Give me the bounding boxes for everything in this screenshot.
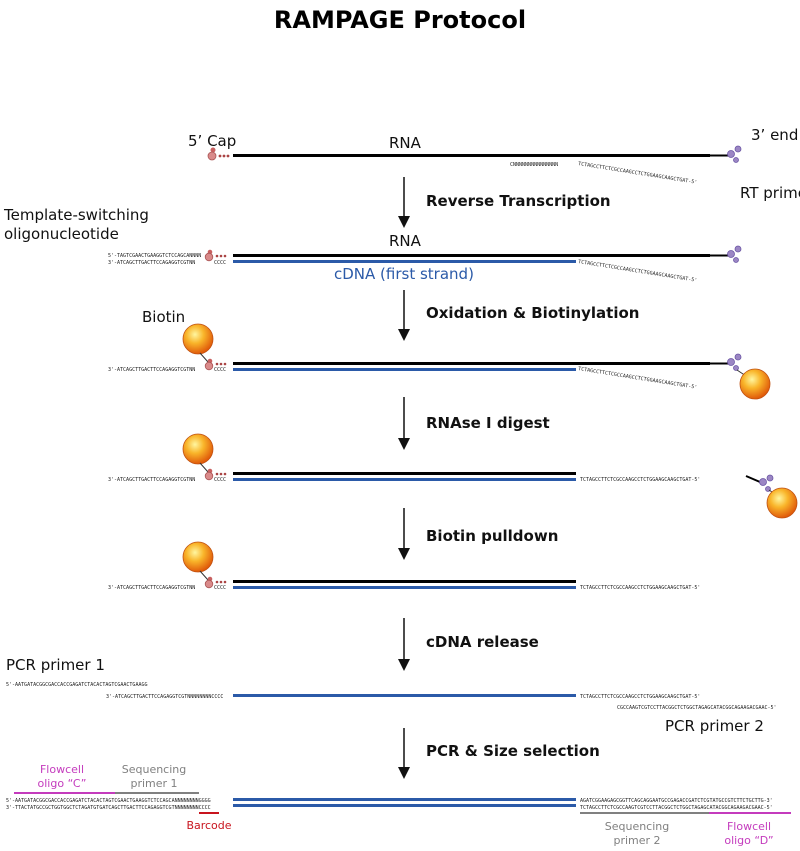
step-reverse-transcription: Reverse Transcription xyxy=(426,192,611,210)
pcr-primer-1-label: PCR primer 1 xyxy=(6,656,105,674)
rt-primer-label: RT primer xyxy=(740,184,800,202)
rna-strand xyxy=(233,580,576,583)
step-oxidation-biotinylation: Oxidation & Biotinylation xyxy=(426,304,639,322)
left-bottom-sequence: 3'-ATCAGCTTGACTTCCAGAGGTCGTNN xyxy=(108,585,195,591)
seq-primer-2-label-line2: primer 2 xyxy=(613,834,660,847)
rna-label: RNA xyxy=(389,134,422,152)
biotin-bead-icon xyxy=(182,541,214,573)
library-bottom-strand xyxy=(233,804,576,807)
cccc-sequence: CCCC xyxy=(214,585,226,591)
step-cdna-release: cDNA release xyxy=(426,633,539,651)
biotin-bead-icon xyxy=(182,323,214,355)
rna-strand xyxy=(233,154,710,157)
cdna-3prime-sequence: TCTAGCCTTCTCGCCAAGCCTCTGGAAGCAAGCTGAT-5' xyxy=(578,259,698,284)
flowcell-c-bar xyxy=(14,792,115,794)
biotin-bead-icon xyxy=(739,368,771,400)
final-right-top-sequence: AGATCGGAAGAGCGGTTCAGCAGGAATGCCGAGACCGATC… xyxy=(580,798,773,804)
cap-label: 5’ Cap xyxy=(188,132,236,150)
step-biotin-pulldown: Biotin pulldown xyxy=(426,527,558,545)
step-pcr-size-selection: PCR & Size selection xyxy=(426,742,600,760)
rt-primer-sequence: TCTAGCCTTCTCGCCAAGCCTCTGGAAGCAAGCTGAT-5' xyxy=(578,161,698,186)
tso-label-line1: Template-switching xyxy=(3,206,149,224)
cdna-label: cDNA (first strand) xyxy=(334,265,474,283)
left-release-sequence: 3'-ATCAGCTTGACTTCCAGAGGTCGTNNNNNNNNCCCC xyxy=(106,694,223,700)
three-end-mod-icon xyxy=(710,145,742,163)
three-end-mod-icon xyxy=(710,245,742,263)
biotin-linker xyxy=(199,462,209,473)
flowcell-d-label-line1: Flowcell xyxy=(727,820,771,833)
biotin-bead-icon xyxy=(182,433,214,465)
cap-icon xyxy=(204,249,227,262)
pcr-primer-2-label: PCR primer 2 xyxy=(665,717,764,735)
cdna-strand xyxy=(233,694,576,697)
biotin-linker xyxy=(199,352,209,363)
tso-top-sequence: 5'-TAGTCGAACTGAAGGTCTCCAGCANNNN xyxy=(108,253,201,259)
rna-strand xyxy=(233,362,710,365)
final-right-bottom-sequence: TCTAGCCTTCTCGCCAAGTCGTCCTTACGGCTCTGGCTAG… xyxy=(580,805,773,811)
cccc-sequence: CCCC xyxy=(214,367,226,373)
left-bottom-sequence: 3'-ATCAGCTTGACTTCCAGAGGTCGTNN xyxy=(108,477,195,483)
biotin-linker xyxy=(199,570,209,581)
cdna-3prime-sequence-flat: TCTAGCCTTCTCGCCAAGCCTCTGGAAGCAAGCTGAT-5' xyxy=(580,477,700,483)
biotin-bead-icon xyxy=(766,487,798,519)
rt-primer-seq-head: CNNNNNNNNNNNNNNN xyxy=(510,162,558,168)
rna-strand xyxy=(233,472,576,475)
cap-icon xyxy=(204,468,227,481)
library-top-strand xyxy=(233,798,576,801)
barcode-label: Barcode xyxy=(186,819,231,832)
tso-label-line2: oligonucleotide xyxy=(4,225,119,243)
seq-primer-1-bar xyxy=(115,792,199,794)
tso-bottom-sequence: 3'-ATCAGCTTGACTTCCAGAGGTCGTNN xyxy=(108,260,195,266)
cap-icon xyxy=(204,358,227,371)
seq-primer-1-label-line2: primer 1 xyxy=(130,777,177,790)
flowcell-c-label-line2: oligo “C” xyxy=(38,777,87,790)
pcr-primer-2-sequence: CGCCAAGTCGTCCTTACGGCTCTGGCTAGAGCATACGGCA… xyxy=(617,705,777,711)
cdna-strand xyxy=(233,368,576,371)
flowcell-d-label-line2: oligo “D” xyxy=(724,834,773,847)
released-rna-fragment xyxy=(745,474,776,495)
cdna-strand xyxy=(233,260,576,263)
three-end-label: 3’ end xyxy=(751,126,798,144)
three-end-mod-icon xyxy=(710,353,742,371)
pcr-primer-1-sequence: 5'-AATGATACGGCGACCACCGAGATCTACACTAGTCGAA… xyxy=(6,682,147,688)
barcode-bar xyxy=(199,812,219,814)
final-left-top-sequence: 5'-AATGATACGGCGACCACCGAGATCTACACTAGTCGAA… xyxy=(6,798,211,804)
cdna-strand xyxy=(233,586,576,589)
rna-label-2: RNA xyxy=(389,232,422,250)
seq-primer-2-label-line1: Sequencing xyxy=(605,820,670,833)
flowcell-d-bar xyxy=(709,812,791,814)
cdna-strand xyxy=(233,478,576,481)
cccc-sequence: CCCC xyxy=(214,260,226,266)
cdna-3prime-sequence: TCTAGCCTTCTCGCCAAGCCTCTGGAAGCAAGCTGAT-5' xyxy=(578,366,698,391)
cap-icon xyxy=(204,576,227,589)
flowcell-c-label-line1: Flowcell xyxy=(40,763,84,776)
seq-primer-2-bar xyxy=(580,812,709,814)
cap-icon xyxy=(207,147,230,161)
biotin-label: Biotin xyxy=(142,308,185,326)
cdna-3prime-sequence-flat: TCTAGCCTTCTCGCCAAGCCTCTGGAAGCAAGCTGAT-5' xyxy=(580,694,700,700)
rna-strand xyxy=(233,254,710,257)
cdna-3prime-sequence-flat: TCTAGCCTTCTCGCCAAGCCTCTGGAAGCAAGCTGAT-5' xyxy=(580,585,700,591)
left-bottom-sequence: 3'-ATCAGCTTGACTTCCAGAGGTCGTNN xyxy=(108,367,195,373)
step-rnase-digest: RNAse I digest xyxy=(426,414,550,432)
cccc-sequence: CCCC xyxy=(214,477,226,483)
page-title: RAMPAGE Protocol xyxy=(274,6,526,34)
seq-primer-1-label-line1: Sequencing xyxy=(122,763,187,776)
final-left-bottom-sequence: 3'-TTACTATGCCGCTGGTGGCTCTAGATGTGATCAGCTT… xyxy=(6,805,211,811)
